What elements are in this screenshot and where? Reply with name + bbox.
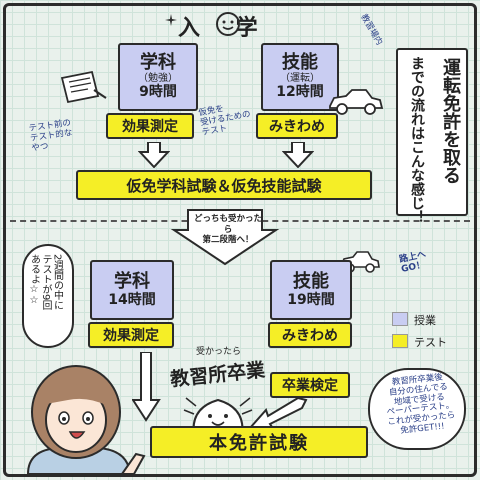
- arrow-text: どっちも受かったら 第二段階へ！: [193, 214, 262, 246]
- stage2-academic-title: 学科: [114, 270, 150, 292]
- sparkle-icon: [165, 14, 177, 26]
- stage2-academic-hours: 14時間: [108, 291, 156, 308]
- stage1-academic-box: 学科 （勉強） 9時間: [118, 43, 198, 111]
- stage1-skill-hours: 12時間: [276, 84, 324, 100]
- big-down-arrow: [170, 209, 280, 266]
- down-arrow-right: [282, 142, 314, 168]
- stage2-skill-test: みきわめ: [268, 322, 352, 348]
- speech-bubble-left: [22, 244, 74, 348]
- side-title-line2: までの流れはこんな感じ！: [409, 56, 425, 224]
- person-character-icon: [26, 365, 146, 475]
- down-arrow-left: [138, 142, 170, 168]
- graduation-test-box: 卒業検定: [270, 372, 350, 398]
- test-paper-icon: [60, 70, 107, 104]
- legend-class-swatch: [392, 312, 408, 326]
- final-exam-bar: 本免許試験: [150, 426, 368, 458]
- stage1-academic-test: 効果測定: [106, 113, 194, 139]
- provisional-exam-bar: 仮免学科試験＆仮免技能試験: [76, 170, 372, 200]
- comic-frame: [3, 3, 477, 477]
- side-title-box: [396, 48, 468, 216]
- stage2-skill-hours: 19時間: [287, 291, 335, 308]
- bottom-note-bubble: [368, 368, 466, 450]
- stage1-academic-hours: 9時間: [139, 84, 177, 100]
- graduation-note: 受かったら: [196, 347, 242, 357]
- arrow-to-final-left: [132, 352, 161, 422]
- legend-class-label: 授業: [414, 314, 436, 327]
- stage2-skill-box: 技能 19時間: [270, 260, 352, 320]
- side-title-line1: 運転免許を取る: [440, 58, 461, 184]
- car-icon: [329, 89, 384, 115]
- stage1-skill-test: みきわめ: [256, 113, 338, 139]
- stage2-academic-test: 効果測定: [88, 322, 174, 348]
- bottom-note-text: 教習所卒業後 自分の住んでる 地域で受ける ペーパーテスト。 これが受かったら …: [386, 372, 456, 436]
- legend-test-swatch: [392, 334, 408, 348]
- stage1-skill-title: 技能: [282, 52, 318, 74]
- stage1-academic-sub: （勉強）: [138, 73, 178, 84]
- stage2-academic-box: 学科 14時間: [90, 260, 174, 320]
- speech-bubble-text: 2週間の中に テストが9回 あるよ☆☆: [28, 254, 63, 311]
- legend-test-label: テスト: [414, 336, 447, 349]
- stage1-academic-title: 学科: [140, 52, 176, 74]
- stage2-skill-title: 技能: [293, 270, 329, 292]
- stage1-skill-sub: （運転）: [280, 73, 320, 84]
- stage1-skill-box: 技能 （運転） 12時間: [261, 43, 339, 111]
- smiley-icon: [216, 12, 240, 36]
